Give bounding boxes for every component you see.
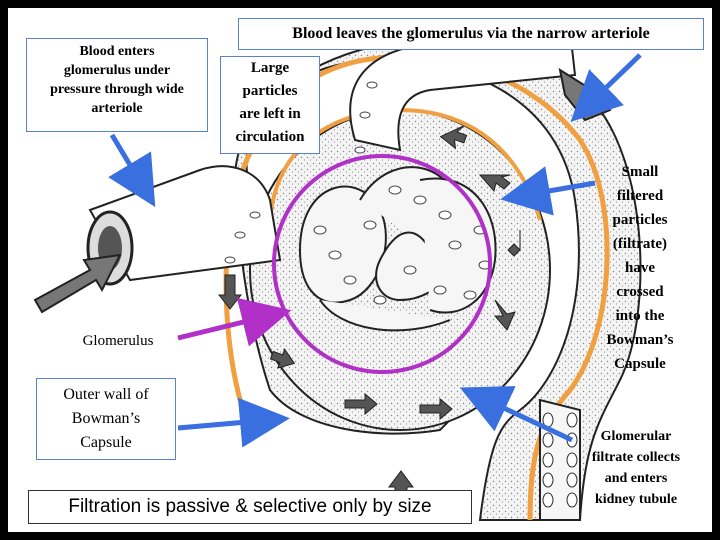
- label-small-particles: Small filtered particles (filtrate) have…: [606, 164, 674, 372]
- label-outer-wall: Outer wall of Bowman’s Capsule: [36, 378, 176, 460]
- label-filtrate-collects: Glomerular filtrate collects and enters …: [591, 429, 681, 507]
- top-title-text: Blood leaves the glomerulus via the narr…: [292, 25, 650, 42]
- label-large-particles: Large particles are left in circulation: [220, 56, 320, 154]
- pointer-arrows: [108, 53, 642, 448]
- inflow-arrow: [33, 253, 122, 314]
- glomerulus-pointer: [177, 297, 292, 347]
- filtrate-flow-arrows: [217, 125, 521, 506]
- blood-cells: [224, 81, 492, 305]
- title-label-efferent: Blood leaves the glomerulus via the narr…: [238, 18, 704, 50]
- label-glomerulus: Glomerulus: [82, 333, 154, 349]
- label-blood-enters: Blood enters glomerulus under pressure t…: [26, 38, 208, 132]
- footer-caption: Filtration is passive & selective only b…: [28, 490, 472, 524]
- glomerulus-ring: [272, 154, 492, 374]
